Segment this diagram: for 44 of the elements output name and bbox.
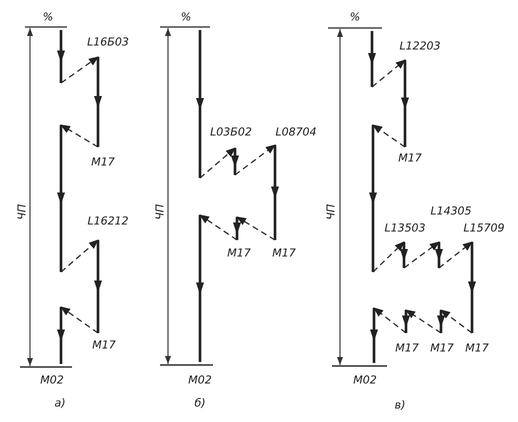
return-code: M17 <box>92 340 116 350</box>
jump-arrow <box>404 241 440 269</box>
panel-label: а) <box>54 398 66 408</box>
call-code: L08704 <box>275 126 317 138</box>
panel-label: в) <box>394 400 406 410</box>
jump-arrow <box>372 241 405 272</box>
end-code: M02 <box>353 374 377 386</box>
call-code: L14305 <box>430 206 472 216</box>
call-code: L16212 <box>87 216 129 226</box>
return-code: M17 <box>227 248 251 258</box>
dimension-label: ЧП <box>154 204 166 220</box>
end-code: M02 <box>40 374 64 386</box>
jump-arrow <box>372 59 406 88</box>
dimension-label: ЧП <box>16 204 28 220</box>
call-code: L03Б02 <box>210 126 252 138</box>
jump-arrow <box>438 241 473 269</box>
jump-arrow <box>440 309 472 334</box>
jump-arrow <box>236 216 276 241</box>
return-code: M17 <box>272 248 296 258</box>
jump-arrow <box>405 309 442 334</box>
jump-arrow <box>234 144 276 176</box>
dimension-label: ЧП <box>326 204 336 220</box>
jump-arrow <box>60 306 98 334</box>
return-code: M17 <box>91 156 115 168</box>
start-symbol: % <box>350 12 360 22</box>
call-code: L12203 <box>399 40 441 52</box>
return-code: M17 <box>395 342 419 354</box>
jump-arrow <box>199 214 238 241</box>
jump-arrow <box>372 124 406 148</box>
return-code: M17 <box>430 342 454 354</box>
jump-arrow <box>60 124 98 148</box>
return-code: M17 <box>465 342 489 354</box>
start-symbol: % <box>42 12 54 22</box>
panel-label: б) <box>194 398 206 408</box>
jump-arrow <box>60 239 99 272</box>
jump-arrow <box>60 56 99 84</box>
jump-arrow <box>373 307 406 334</box>
return-code: M17 <box>398 152 422 164</box>
call-code: L16Б03 <box>87 36 129 48</box>
call-code: L13503 <box>384 222 426 234</box>
jump-arrow <box>200 147 236 178</box>
end-code: M02 <box>188 374 212 386</box>
call-code: L15709 <box>463 222 505 234</box>
start-symbol: % <box>180 12 192 22</box>
